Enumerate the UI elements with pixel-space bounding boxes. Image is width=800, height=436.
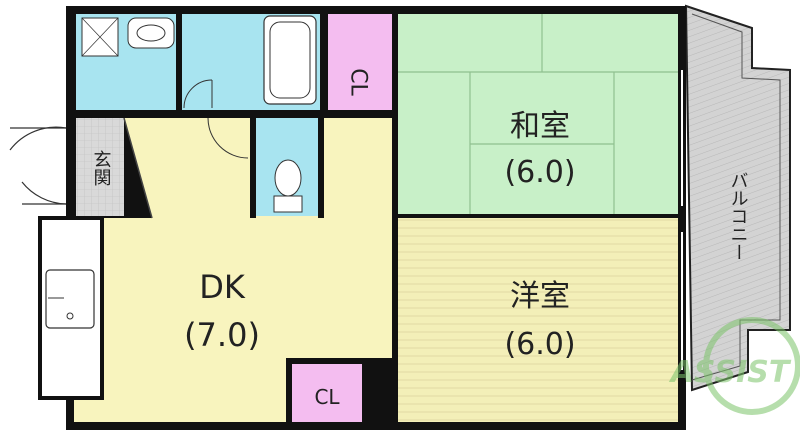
assist-logo: ASSIST xyxy=(669,317,800,415)
genkan-area xyxy=(76,118,124,216)
entrance-door xyxy=(0,122,67,206)
youshitsu-label: 洋室 xyxy=(510,279,570,314)
closet-bottom xyxy=(292,364,362,422)
bath-room xyxy=(182,14,320,110)
watermark-text: ASSIST xyxy=(669,355,792,390)
genkan-label: 玄関 xyxy=(91,150,112,186)
closet-top xyxy=(328,14,392,110)
interior-walls xyxy=(74,14,678,422)
dk-label: DK xyxy=(199,268,246,306)
washitsu-size: (6.0) xyxy=(504,155,575,190)
washitsu-label: 和室 xyxy=(510,109,570,144)
wash-room xyxy=(76,14,176,110)
dk-size: (7.0) xyxy=(184,316,260,354)
washitsu-room xyxy=(398,14,678,216)
youshitsu-size: (6.0) xyxy=(504,327,575,362)
youshitsu-room xyxy=(398,218,678,422)
balcony-label: バルコニー xyxy=(728,171,749,261)
toilet-room xyxy=(207,117,318,216)
closet-top-label: CL xyxy=(346,68,371,96)
closet-bottom-label: CL xyxy=(314,385,340,409)
kitchen-counter xyxy=(38,216,104,400)
